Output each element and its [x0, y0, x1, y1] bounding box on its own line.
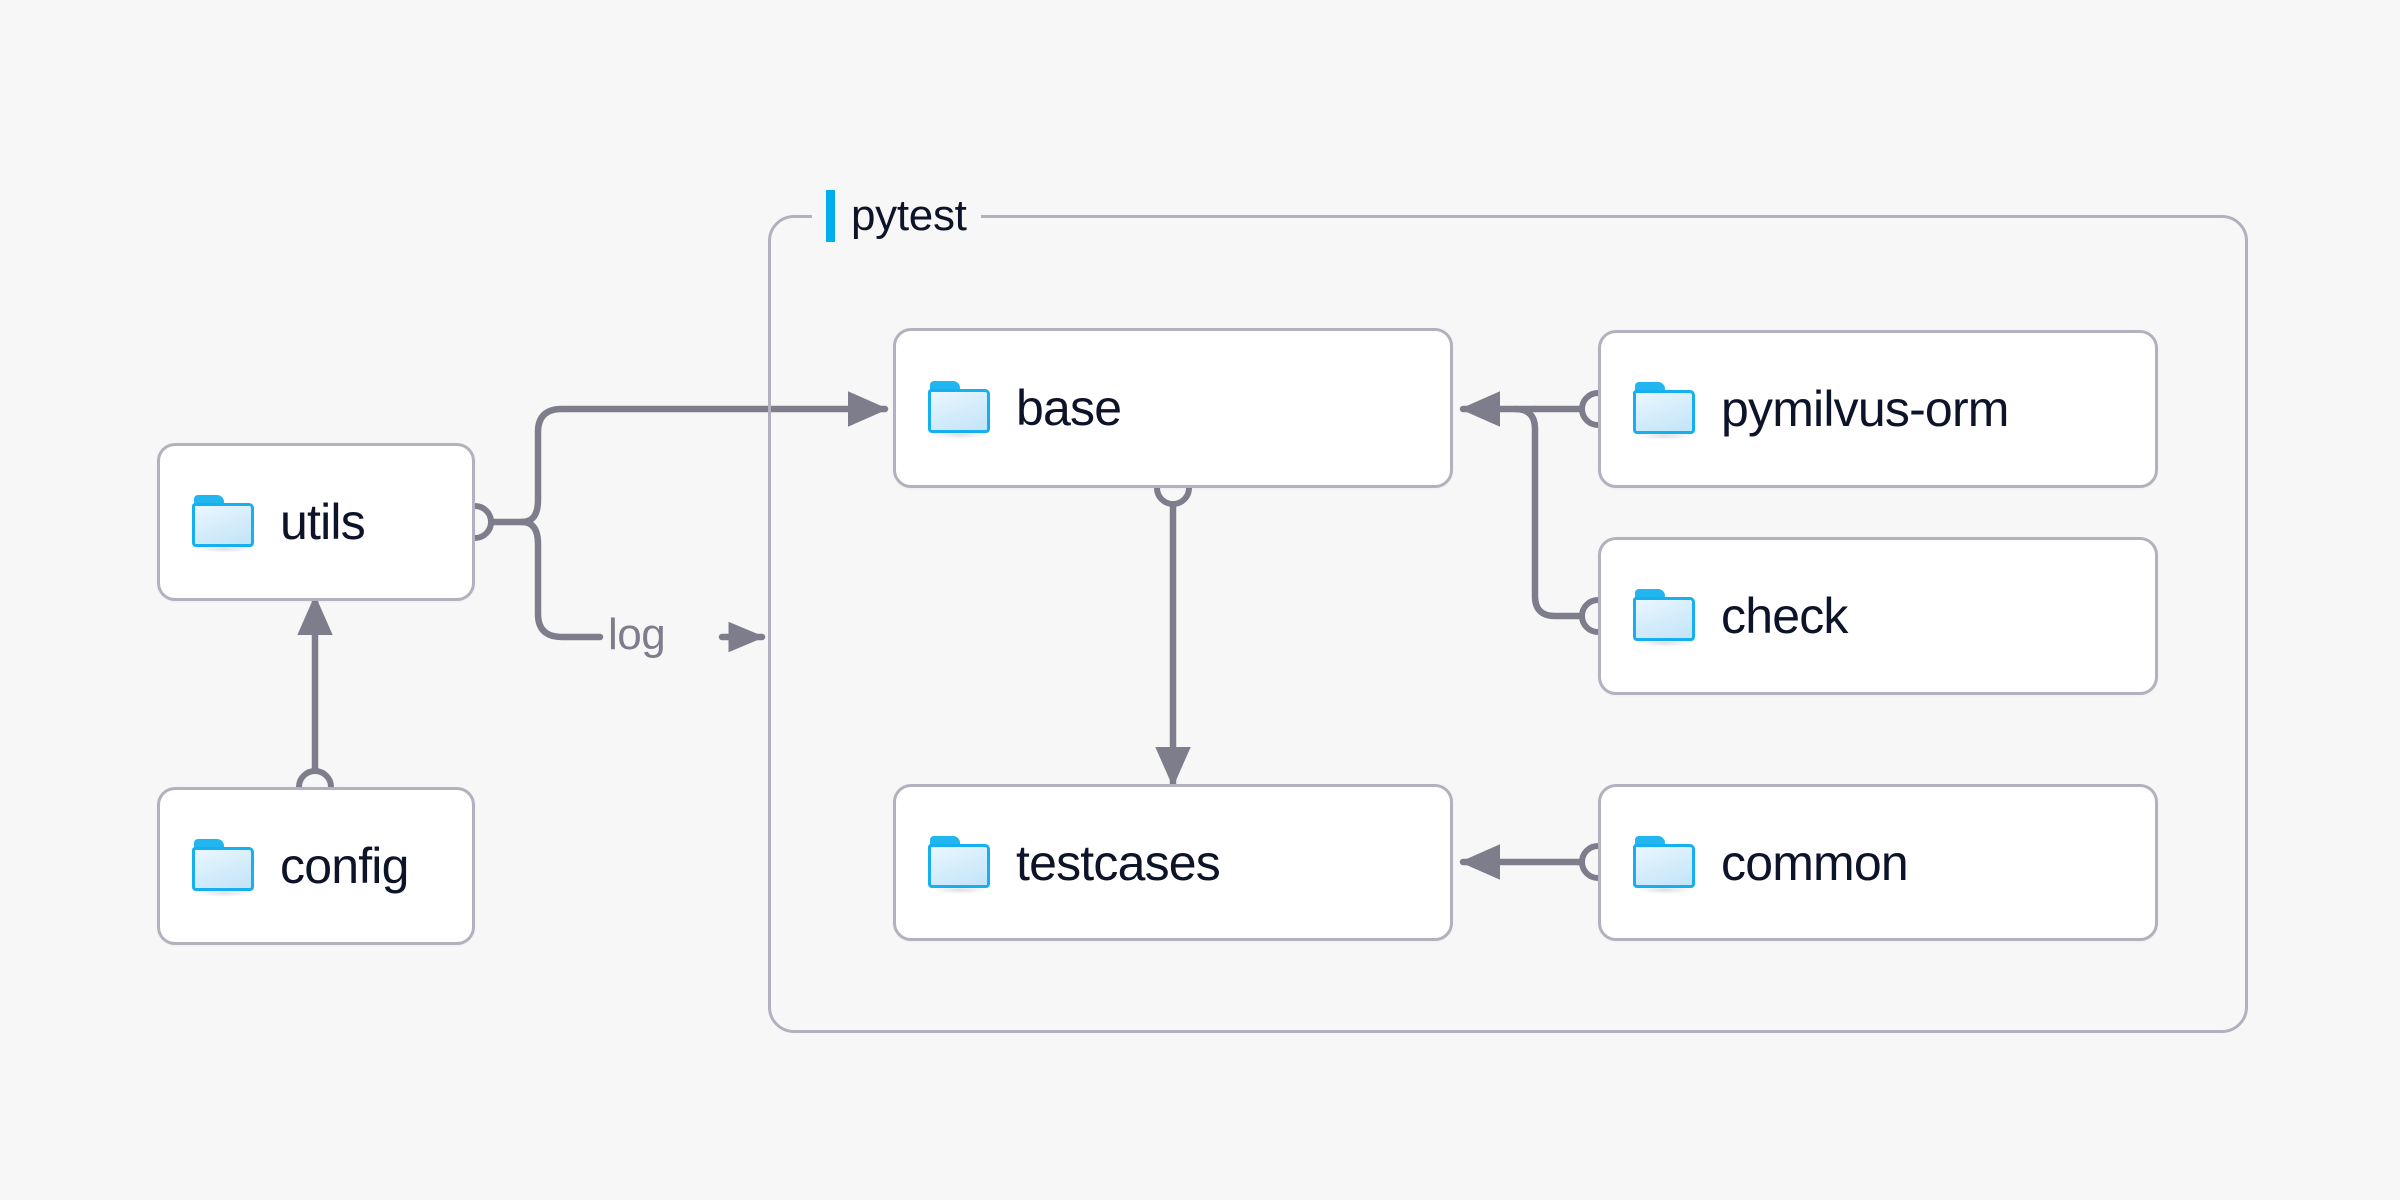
edge-utils-to-pytest-log	[518, 518, 604, 641]
folder-icon	[1633, 589, 1695, 647]
node-label-testcases: testcases	[1016, 834, 1221, 891]
node-testcases[interactable]: testcases	[893, 784, 1453, 941]
folder-icon	[928, 835, 990, 894]
node-label-check: check	[1721, 588, 1848, 644]
node-label-config: config	[280, 838, 409, 894]
folder-icon	[1633, 835, 1695, 894]
node-config[interactable]: config	[157, 787, 475, 945]
folder-icon	[192, 839, 254, 897]
node-pymilvus-orm[interactable]: pymilvus-orm	[1598, 330, 2158, 488]
node-base[interactable]: base	[893, 328, 1453, 488]
node-label-pymilvus-orm: pymilvus-orm	[1721, 381, 2009, 437]
folder-icon	[1633, 382, 1695, 440]
node-label-base: base	[1016, 380, 1122, 436]
folder-icon	[928, 381, 990, 439]
node-check[interactable]: check	[1598, 537, 2158, 695]
node-common[interactable]: common	[1598, 784, 2158, 941]
group-label-pytest: pytest	[812, 185, 981, 247]
group-frame-pytest	[768, 215, 2248, 1033]
node-label-utils: utils	[280, 494, 366, 550]
node-utils[interactable]: utils	[157, 443, 475, 601]
group-accent-bar	[826, 190, 835, 242]
edge-label-log: log	[608, 610, 666, 659]
node-label-common: common	[1721, 834, 1909, 891]
folder-icon	[192, 495, 254, 553]
group-title-text: pytest	[851, 191, 967, 240]
